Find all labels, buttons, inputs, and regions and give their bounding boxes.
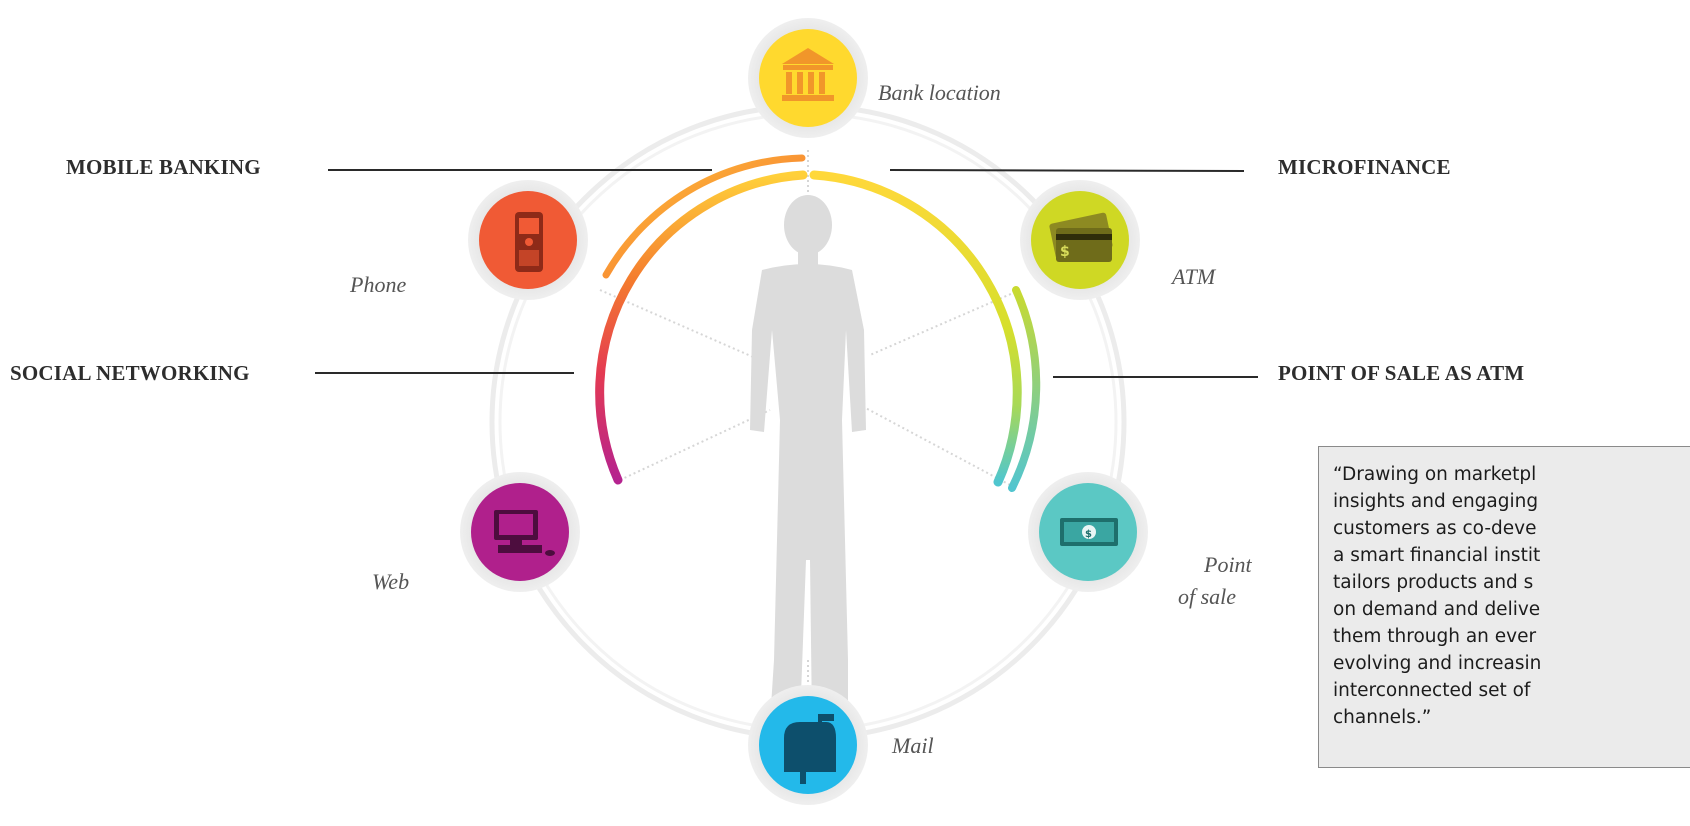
quote-line: channels.” <box>1333 707 1432 728</box>
microfinance-label: MICROFINANCE <box>1278 155 1451 179</box>
connector-lines <box>315 169 1258 378</box>
mobile-phone-icon <box>515 212 543 272</box>
credit-card-icon: $ <box>1049 212 1113 262</box>
point-of-sale-as-atm-label: POINT OF SALE AS ATM <box>1278 361 1525 385</box>
mail-label: Mail <box>892 733 934 758</box>
bank-building-icon <box>782 48 834 101</box>
quote-line: on demand and delive <box>1333 599 1541 620</box>
social-networking-label: SOCIAL NETWORKING <box>10 361 250 385</box>
computer-icon <box>494 510 555 556</box>
quote-line: a smart financial instit <box>1333 545 1541 566</box>
svg-text:$: $ <box>1085 529 1092 540</box>
arc-right-main <box>809 170 1022 487</box>
quote-line: “Drawing on marketpl <box>1333 464 1537 485</box>
bank-location-label: Bank location <box>878 80 1001 105</box>
quote-line: tailors products and s <box>1333 572 1534 593</box>
person-silhouette <box>750 195 866 722</box>
point-of-sale-label-line1: Point <box>1204 552 1252 577</box>
point-of-sale-label-line2: of sale <box>1178 584 1237 609</box>
quote-line: them through an ever <box>1333 626 1537 647</box>
quote-box: “Drawing on marketpl insights and engagi… <box>1318 446 1690 768</box>
banknote-icon: $ <box>1060 518 1118 546</box>
mobile-banking-label: MOBILE BANKING <box>66 155 261 179</box>
svg-text:$: $ <box>1060 244 1070 260</box>
quote-line: evolving and increasin <box>1333 653 1542 674</box>
arc-left-main <box>595 170 808 485</box>
atm-label: ATM <box>1172 264 1216 289</box>
quote-line: interconnected set of <box>1333 680 1531 701</box>
phone-label: Phone <box>350 272 407 297</box>
arc-right-outer <box>1008 286 1041 492</box>
quote-line: insights and engaging <box>1333 491 1539 512</box>
quote-line: customers as co-deve <box>1333 518 1537 539</box>
web-label: Web <box>372 569 410 594</box>
mailbox-icon <box>784 714 836 784</box>
arc-left-outer <box>602 154 806 279</box>
